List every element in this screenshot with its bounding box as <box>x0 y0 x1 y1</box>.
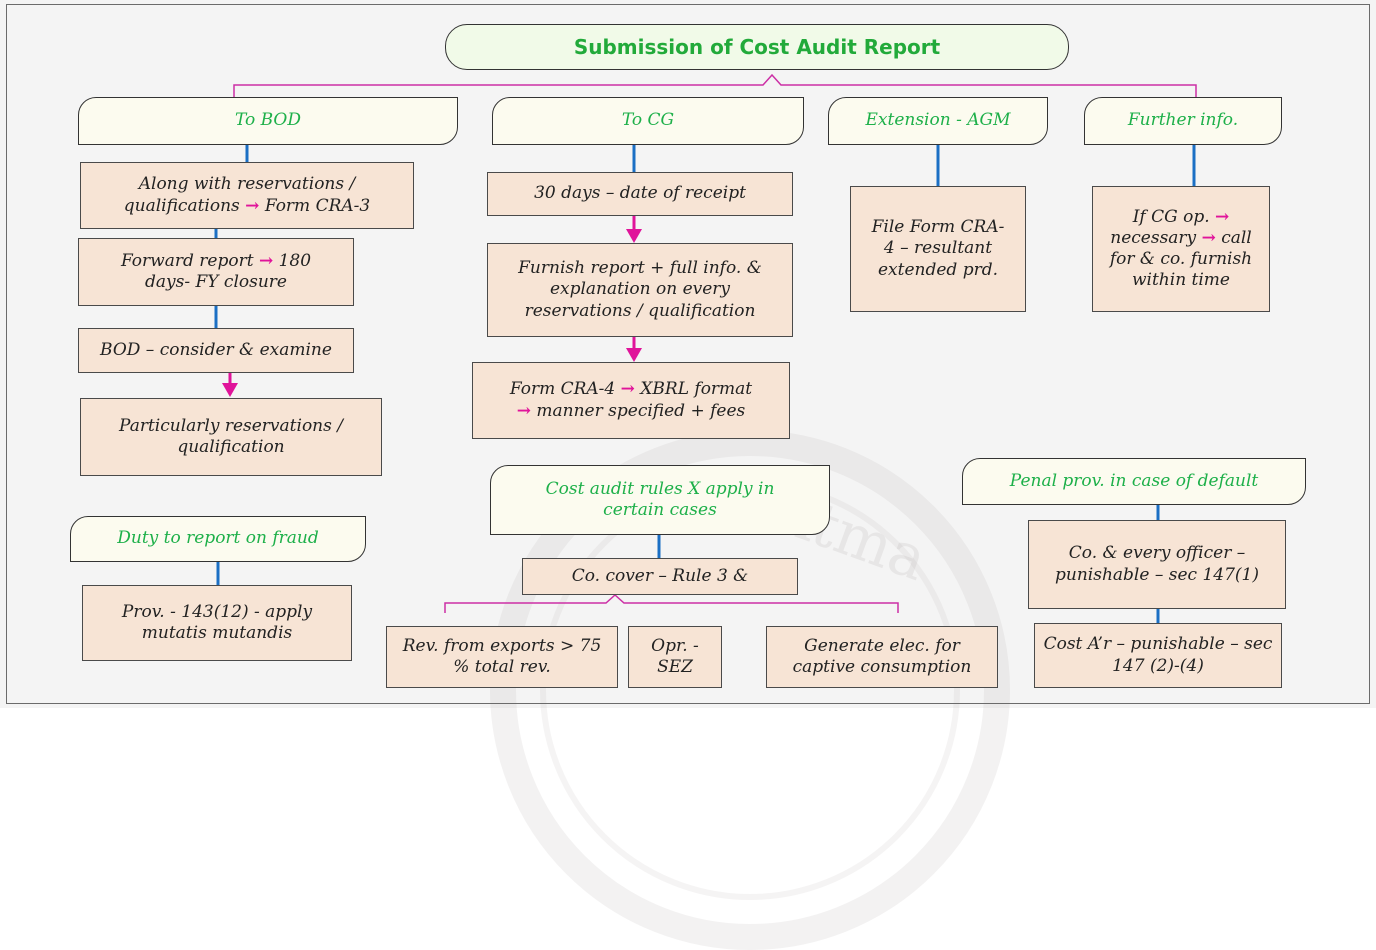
diagram-title: Submission of Cost Audit Report <box>445 24 1069 70</box>
heading-extension-agm: Extension - AGM <box>828 97 1048 145</box>
bottom-brace <box>444 593 899 613</box>
diagram-frame <box>6 4 1370 704</box>
right-arrow-icon: → <box>1215 206 1230 227</box>
heading-further-info: Further info. <box>1084 97 1282 145</box>
heading-to-bod: To BOD <box>78 97 458 145</box>
bod-step-particularly-reservations: Particularly reservations / qualificatio… <box>80 398 382 476</box>
further-step1-line2: necessary → call for & co. furnish withi… <box>1103 228 1259 292</box>
bod-step2-line1: Forward report → 180 <box>121 251 311 272</box>
further-step1-cg-op: If CG op. <box>1132 206 1210 227</box>
bod-step1-line1: Along with reservations / <box>138 174 356 195</box>
heading-duty-report-fraud: Duty to report on fraud <box>70 516 366 562</box>
connector-layer <box>214 73 1197 623</box>
cg-step3-xbrl: XBRL format <box>640 379 753 400</box>
right-arrow-icon: → <box>516 400 531 421</box>
right-arrow-icon: → <box>258 250 274 271</box>
exempt-item-sez: Opr. - SEZ <box>628 626 722 688</box>
cg-step-form-cra4-xbrl: Form CRA-4 → XBRL format → manner specif… <box>472 362 790 439</box>
further-step1-call: call for & co. furnish within time <box>1109 227 1253 291</box>
arrow-cg-2 <box>626 229 642 243</box>
exempt-co-cover-rule3: Co. cover – Rule 3 & <box>522 558 798 595</box>
cg-step3-manner: manner specified + fees <box>536 400 746 421</box>
bod-step2-days: 180 <box>278 250 312 271</box>
bod-step2-forward: Forward report <box>120 250 254 271</box>
bod-step-reservations-cra3: Along with reservations / qualifications… <box>80 162 414 229</box>
extension-step-file-cra4: File Form CRA-4 – resultant extended prd… <box>850 186 1026 312</box>
penal-step-every-officer: Co. & every officer – punishable – sec 1… <box>1028 520 1286 609</box>
further-step1-necessary: necessary <box>1110 227 1197 248</box>
cg-step-30-days: 30 days – date of receipt <box>487 172 793 216</box>
heading-to-cg: To CG <box>492 97 804 145</box>
cg-step3-line2: → manner specified + fees <box>517 401 746 422</box>
bod-step1-line2: qualifications → Form CRA-3 <box>124 196 370 217</box>
arrow-bod-4 <box>222 383 238 397</box>
heading-penal-provisions: Penal prov. in case of default <box>962 458 1306 505</box>
further-step-if-cg-op: If CG op. → necessary → call for & co. f… <box>1092 186 1270 312</box>
cg-step3-line1: Form CRA-4 → XBRL format <box>510 379 752 400</box>
bod-step1-form: Form CRA-3 <box>264 195 371 216</box>
exempt-item-captive-elec: Generate elec. for captive consumption <box>766 626 998 688</box>
bod-step2-line2: days- FY closure <box>145 272 287 292</box>
right-arrow-icon: → <box>245 195 260 216</box>
arrow-cg-3 <box>626 348 642 362</box>
penal-step-cost-auditor: Cost A’r – punishable – sec 147 (2)-(4) <box>1034 623 1282 688</box>
bod-step1-qualifications: qualifications <box>123 195 240 216</box>
bod-step-consider-examine: BOD – consider & examine <box>78 328 354 373</box>
right-arrow-icon: → <box>620 379 635 400</box>
heading-cost-audit-rules-exempt: Cost audit rules X apply in certain case… <box>490 465 830 535</box>
cg-step-furnish-report: Furnish report + full info. & explanatio… <box>487 243 793 337</box>
right-arrow-icon: → <box>1201 227 1216 248</box>
fraud-step-prov-143: Prov. - 143(12) - apply mutatis mutandis <box>82 585 352 661</box>
further-step1-line1: If CG op. → <box>1133 207 1230 228</box>
exempt-item-exports: Rev. from exports > 75 % total rev. <box>386 626 618 688</box>
cg-step3-form: Form CRA-4 <box>509 379 616 400</box>
top-brace <box>233 73 1197 97</box>
bod-step-forward-report: Forward report → 180 days- FY closure <box>78 238 354 306</box>
